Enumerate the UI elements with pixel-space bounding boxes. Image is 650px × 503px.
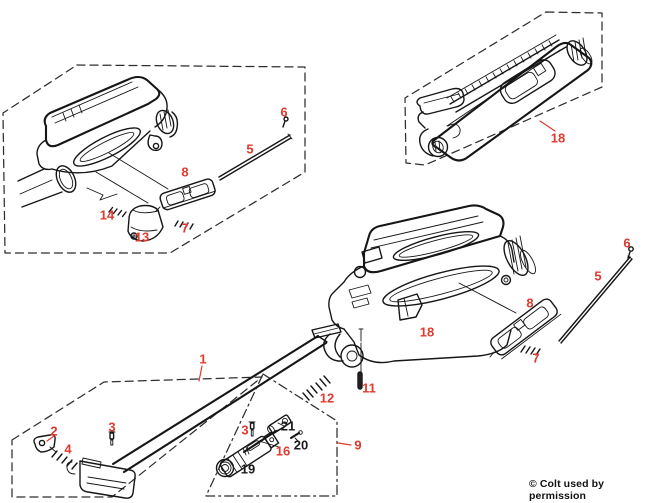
callout-upper-receiver-a2-11: 11 <box>362 380 376 396</box>
callout-upper-receiver-a2-7: 7 <box>532 350 540 366</box>
callout-upper-receiver-a2-12: 12 <box>319 390 335 406</box>
callout-upper-receiver-a1-5: 5 <box>246 141 254 157</box>
callout-charging-handle-2: 2 <box>50 423 58 439</box>
barrel-threads <box>566 37 593 66</box>
callout-upper-receiver-a1-14: 14 <box>99 207 115 223</box>
callout-charging-handle-4: 4 <box>64 441 72 457</box>
callout-upper-receiver-a1-13: 13 <box>134 229 150 245</box>
callout-charging-handle-1: 1 <box>199 351 207 367</box>
spring-7-drawing <box>174 220 194 230</box>
port-cover-8-center-drawing <box>490 298 562 360</box>
brass-deflector <box>397 293 423 321</box>
callout-bolt-carrier-group-21: 21 <box>280 418 296 434</box>
port-cover-8-drawing <box>159 178 216 211</box>
spring-7-center-drawing <box>520 345 541 356</box>
callout-bolt-carrier-group-16: 16 <box>275 443 291 459</box>
callout-upper-receiver-a1-6: 6 <box>280 104 288 120</box>
dashed-box-a1-upper <box>2 64 306 254</box>
bolt-19-drawing <box>215 431 280 478</box>
charging-handle-drawing <box>33 334 328 499</box>
callout-bolt-carrier-group-9: 9 <box>354 437 362 453</box>
pin-6-drawing <box>282 116 289 128</box>
ejection-port-opening <box>499 59 556 104</box>
dashed-box-bolt-carrier <box>205 373 338 497</box>
callout-upper-receiver-a2-18: 18 <box>419 324 435 340</box>
a1-upper-receiver-drawing <box>17 75 293 242</box>
spring-4-drawing <box>51 450 78 470</box>
rod-5-drawing <box>218 133 293 181</box>
flattop-upper-receiver-drawing <box>416 34 593 162</box>
callout-bolt-carrier-group-3: 3 <box>241 422 249 438</box>
pin-6-center-drawing <box>627 246 634 259</box>
front-pivot-lug-center <box>311 323 364 373</box>
barrel-threads-center <box>500 235 536 286</box>
cam-pin-21-drawing <box>267 414 292 435</box>
callout-upper-receiver-a2-8: 8 <box>526 295 534 311</box>
retaining-pin-20-drawing <box>289 430 303 440</box>
callout-bolt-carrier-group-19: 19 <box>240 461 256 477</box>
rail-teeth <box>450 40 553 103</box>
callout-upper-receiver-a1-8: 8 <box>181 164 189 180</box>
pin-11-drawing <box>357 371 363 390</box>
spring-12-drawing <box>302 375 331 401</box>
front-pivot-lug <box>417 111 461 158</box>
callout-bolt-carrier-group-20: 20 <box>293 437 309 453</box>
spring-14-drawing <box>108 206 127 218</box>
a2-upper-receiver-drawing <box>302 204 634 401</box>
pin-3-bolt-drawing <box>248 421 256 437</box>
latch-2-drawing <box>33 434 57 453</box>
callout-upper-receiver-a2-6: 6 <box>623 235 631 251</box>
pin-3-drawing <box>108 431 116 446</box>
dashed-box-flattop-upper <box>404 11 603 166</box>
cap-13-drawing <box>127 204 164 242</box>
charging-handle-tab <box>416 87 465 115</box>
callout-upper-receiver-a2-5: 5 <box>594 268 602 284</box>
bolt-carrier-group-drawing <box>215 414 352 478</box>
callout-upper-receiver-a1-7: 7 <box>181 220 189 236</box>
copyright-notice: © Colt used by permission <box>529 478 605 502</box>
callout-upper-receiver-flattop-18: 18 <box>550 130 566 146</box>
dashed-box-charging-handle <box>11 376 263 498</box>
callout-charging-handle-3: 3 <box>108 419 116 435</box>
